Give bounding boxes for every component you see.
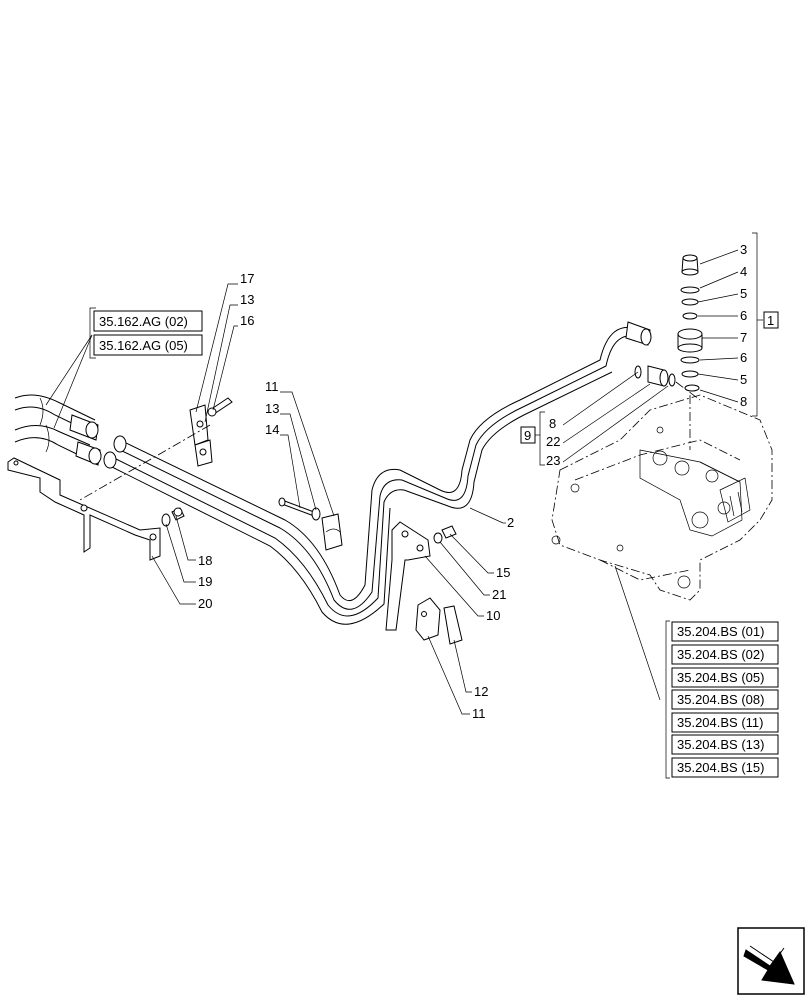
next-page-arrow-icon[interactable]	[737, 927, 805, 995]
callout-numbers: 3 4 5 6 7 6 5 8 1 9 8 22 23 2 17 13 16 1…	[198, 242, 779, 721]
callout-16: 16	[240, 313, 254, 328]
callout-4: 4	[740, 264, 747, 279]
ref-bottom-6[interactable]: 35.204.BS (13)	[677, 737, 764, 752]
callout-5: 5	[740, 286, 747, 301]
callout-5b: 5	[740, 372, 747, 387]
callout-17: 17	[240, 271, 254, 286]
ref-bottom-7[interactable]: 35.204.BS (15)	[677, 760, 764, 775]
callout-8b: 8	[549, 416, 556, 431]
callout-18: 18	[198, 553, 212, 568]
callout-19: 19	[198, 574, 212, 589]
callout-1-box	[763, 311, 779, 329]
callout-10: 10	[486, 608, 500, 623]
callout-9[interactable]: 9	[524, 428, 531, 443]
ref-box-left-2[interactable]	[93, 334, 203, 356]
ref-bottom-3[interactable]: 35.204.BS (05)	[677, 670, 764, 685]
ref-bottom-1[interactable]: 35.204.BS (01)	[677, 624, 764, 639]
ref-left-2[interactable]: 35.162.AG (05)	[99, 338, 188, 353]
pipe-assembly	[103, 321, 652, 625]
refs-bottom: 35.204.BS (01) 35.204.BS (02) 35.204.BS …	[671, 621, 779, 778]
ref-left-1[interactable]: 35.162.AG (02)	[99, 314, 188, 329]
callout-9-box	[520, 426, 536, 444]
valve-block	[551, 394, 773, 601]
bracket-20	[7, 457, 185, 561]
callout-11: 11	[265, 379, 279, 394]
bracket-10	[385, 521, 463, 645]
ref-bottom-4[interactable]: 35.204.BS (08)	[677, 692, 764, 707]
callout-8: 8	[740, 394, 747, 409]
callout-13: 13	[240, 292, 254, 307]
callout-1[interactable]: 1	[767, 313, 774, 328]
callout-7: 7	[740, 330, 747, 345]
valve-fittings	[634, 254, 703, 450]
callout-20: 20	[198, 596, 212, 611]
callout-22: 22	[546, 434, 560, 449]
callout-6b: 6	[740, 350, 747, 365]
ref-box-left-1[interactable]	[93, 310, 203, 332]
hose-ends	[14, 394, 102, 466]
callout-12: 12	[474, 684, 488, 699]
callout-14: 14	[265, 422, 279, 437]
clamp-centre	[278, 497, 343, 551]
callout-21: 21	[492, 587, 506, 602]
callout-15: 15	[496, 565, 510, 580]
callout-6: 6	[740, 308, 747, 323]
ref-bottom-5[interactable]: 35.204.BS (11)	[677, 715, 763, 730]
refs-left: 35.162.AG (02) 35.162.AG (05)	[93, 310, 203, 356]
ref-bottom-2[interactable]: 35.204.BS (02)	[677, 647, 764, 662]
callout-2: 2	[507, 515, 514, 530]
callout-11b: 11	[472, 706, 486, 721]
callout-13b: 13	[265, 401, 279, 416]
clamp-upper	[79, 397, 233, 501]
leader-lines	[45, 232, 763, 779]
callout-23: 23	[546, 453, 560, 468]
callout-3: 3	[740, 242, 747, 257]
